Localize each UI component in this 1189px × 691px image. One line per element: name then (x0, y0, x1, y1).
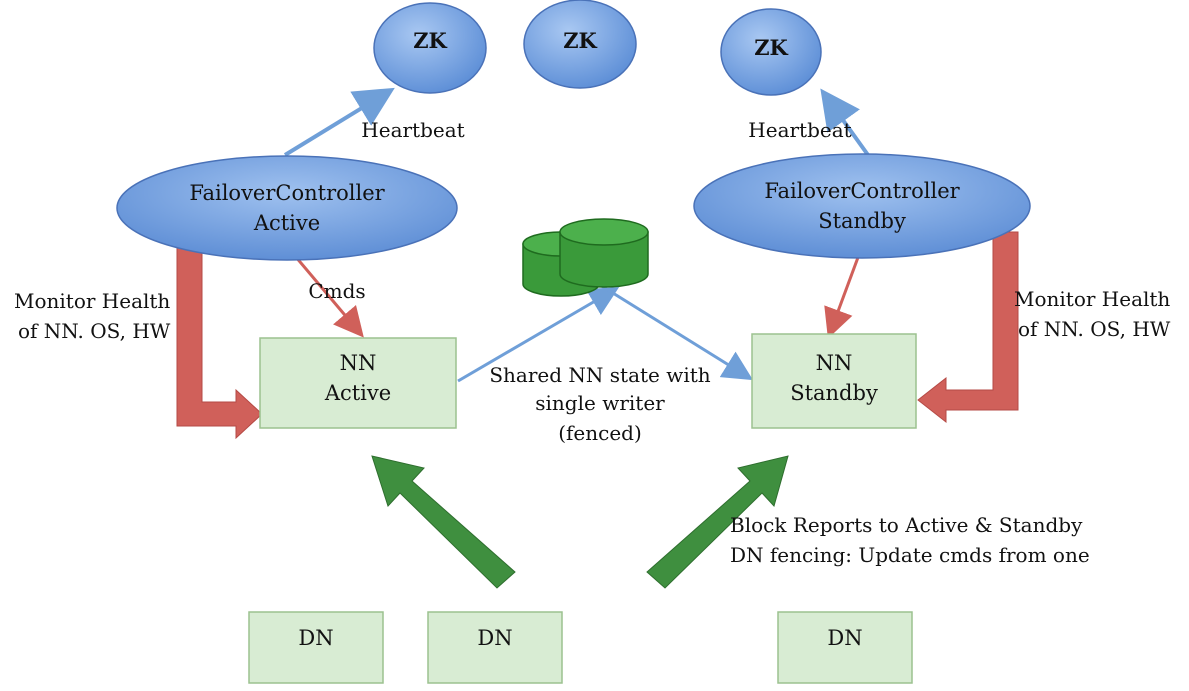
monitor-health-left-line1: Monitor Health (14, 289, 170, 313)
zk-node-2: ZK (523, 0, 637, 89)
cmds-arrow-standby (824, 251, 862, 339)
nn-standby-title: NN (816, 351, 853, 375)
cmds-arrow-active (288, 249, 364, 338)
cmds-label: Cmds (308, 279, 365, 303)
shared-state-line3: (fenced) (558, 421, 642, 445)
nn-active-state: Active (324, 381, 391, 405)
block-reports-line2: DN fencing: Update cmds from one (730, 543, 1090, 567)
failover-standby-title: FailoverController (764, 179, 960, 203)
zk-node-1: ZK (373, 2, 487, 94)
nn-standby-state: Standby (790, 381, 878, 405)
block-report-arrow-left (371, 455, 516, 589)
failover-active-state: Active (253, 211, 320, 235)
heartbeat-label-left: Heartbeat (361, 118, 464, 142)
failover-controller-active: FailoverController Active (116, 155, 458, 261)
shared-storage-cylinder-icon (522, 218, 649, 297)
nn-standby-box: NN Standby (751, 333, 917, 429)
heartbeat-arrow-right (820, 88, 870, 157)
zk-label: ZK (563, 28, 597, 53)
monitor-health-left-line2: of NN. OS, HW (18, 319, 171, 343)
failover-active-title: FailoverController (189, 181, 385, 205)
dn-label: DN (827, 626, 862, 650)
block-reports-line1: Block Reports to Active & Standby (730, 513, 1083, 537)
shared-state-arrow-standby (599, 283, 754, 381)
failover-standby-state: Standby (818, 209, 906, 233)
dn-label: DN (298, 626, 333, 650)
dn-box-1: DN (248, 611, 384, 684)
heartbeat-arrow-left (283, 87, 395, 157)
dn-box-2: DN (427, 611, 563, 684)
monitor-health-right-line1: Monitor Health (1014, 287, 1170, 311)
monitor-health-arrow-left (176, 231, 263, 440)
monitor-health-right-line2: of NN. OS, HW (1018, 317, 1171, 341)
nn-active-title: NN (340, 351, 377, 375)
shared-state-line1: Shared NN state with (489, 363, 710, 387)
zk-label: ZK (754, 35, 788, 60)
dn-label: DN (477, 626, 512, 650)
zk-node-3: ZK (720, 8, 822, 96)
monitor-health-arrow-right (917, 231, 1019, 424)
shared-state-line2: single writer (535, 391, 665, 415)
dn-box-3: DN (777, 611, 913, 684)
heartbeat-label-right: Heartbeat (748, 118, 851, 142)
failover-controller-standby: FailoverController Standby (693, 153, 1031, 259)
nn-active-box: NN Active (259, 337, 457, 429)
block-report-arrow-right (646, 455, 789, 589)
zk-label: ZK (413, 28, 447, 53)
shared-state-arrow-active (457, 286, 620, 383)
